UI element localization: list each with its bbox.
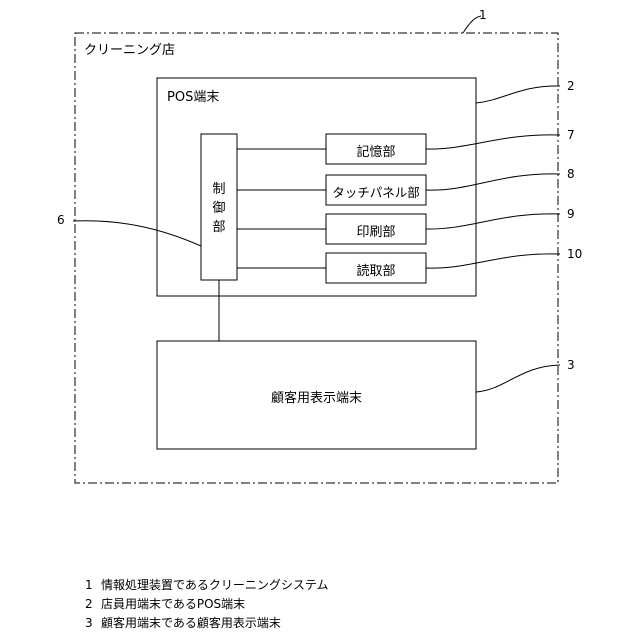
legend-number: 2 — [85, 597, 101, 611]
leader-2 — [476, 86, 560, 103]
leader-8 — [426, 174, 560, 190]
legend-item: 3顧客用端末である顧客用表示端末 — [85, 614, 329, 633]
leader-10 — [426, 254, 560, 268]
legend-number: 3 — [85, 616, 101, 630]
touch-panel-unit-label: タッチパネル部 — [326, 182, 426, 201]
ref-number-7: 7 — [567, 128, 575, 142]
ref-number-6: 6 — [57, 213, 65, 227]
legend-item: 2店員用端末であるPOS端末 — [85, 595, 329, 614]
ref-number-2: 2 — [567, 79, 575, 93]
legend-text: 情報処理装置であるクリーニングシステム — [101, 578, 329, 592]
pos-terminal-label: POS端末 — [167, 86, 219, 105]
storage-unit-label: 記憶部 — [326, 141, 426, 160]
legend-number: 1 — [85, 578, 101, 592]
reader-unit-label: 読取部 — [326, 260, 426, 279]
control-unit-char: 部 — [201, 218, 237, 237]
legend-text: 店員用端末であるPOS端末 — [101, 597, 245, 611]
legend-item: 1情報処理装置であるクリーニングシステム — [85, 576, 329, 595]
leader-7 — [426, 135, 560, 149]
ref-number-8: 8 — [567, 167, 575, 181]
print-unit-label: 印刷部 — [326, 221, 426, 240]
leader-3 — [476, 365, 560, 392]
control-unit-label: 制 御 部 — [201, 180, 237, 237]
store-boundary — [75, 33, 558, 483]
customer-display-label: 顧客用表示端末 — [157, 387, 476, 406]
leader-6 — [73, 221, 201, 246]
ref-number-1: 1 — [479, 8, 487, 22]
leader-9 — [426, 214, 560, 229]
legend: 1情報処理装置であるクリーニングシステム 2店員用端末であるPOS端末 3顧客用… — [85, 576, 329, 633]
ref-number-9: 9 — [567, 207, 575, 221]
control-unit-char: 制 — [201, 180, 237, 199]
store-label: クリーニング店 — [84, 39, 175, 58]
ref-number-3: 3 — [567, 358, 575, 372]
legend-text: 顧客用端末である顧客用表示端末 — [101, 616, 281, 630]
ref-number-10: 10 — [567, 247, 582, 261]
control-unit-char: 御 — [201, 199, 237, 218]
